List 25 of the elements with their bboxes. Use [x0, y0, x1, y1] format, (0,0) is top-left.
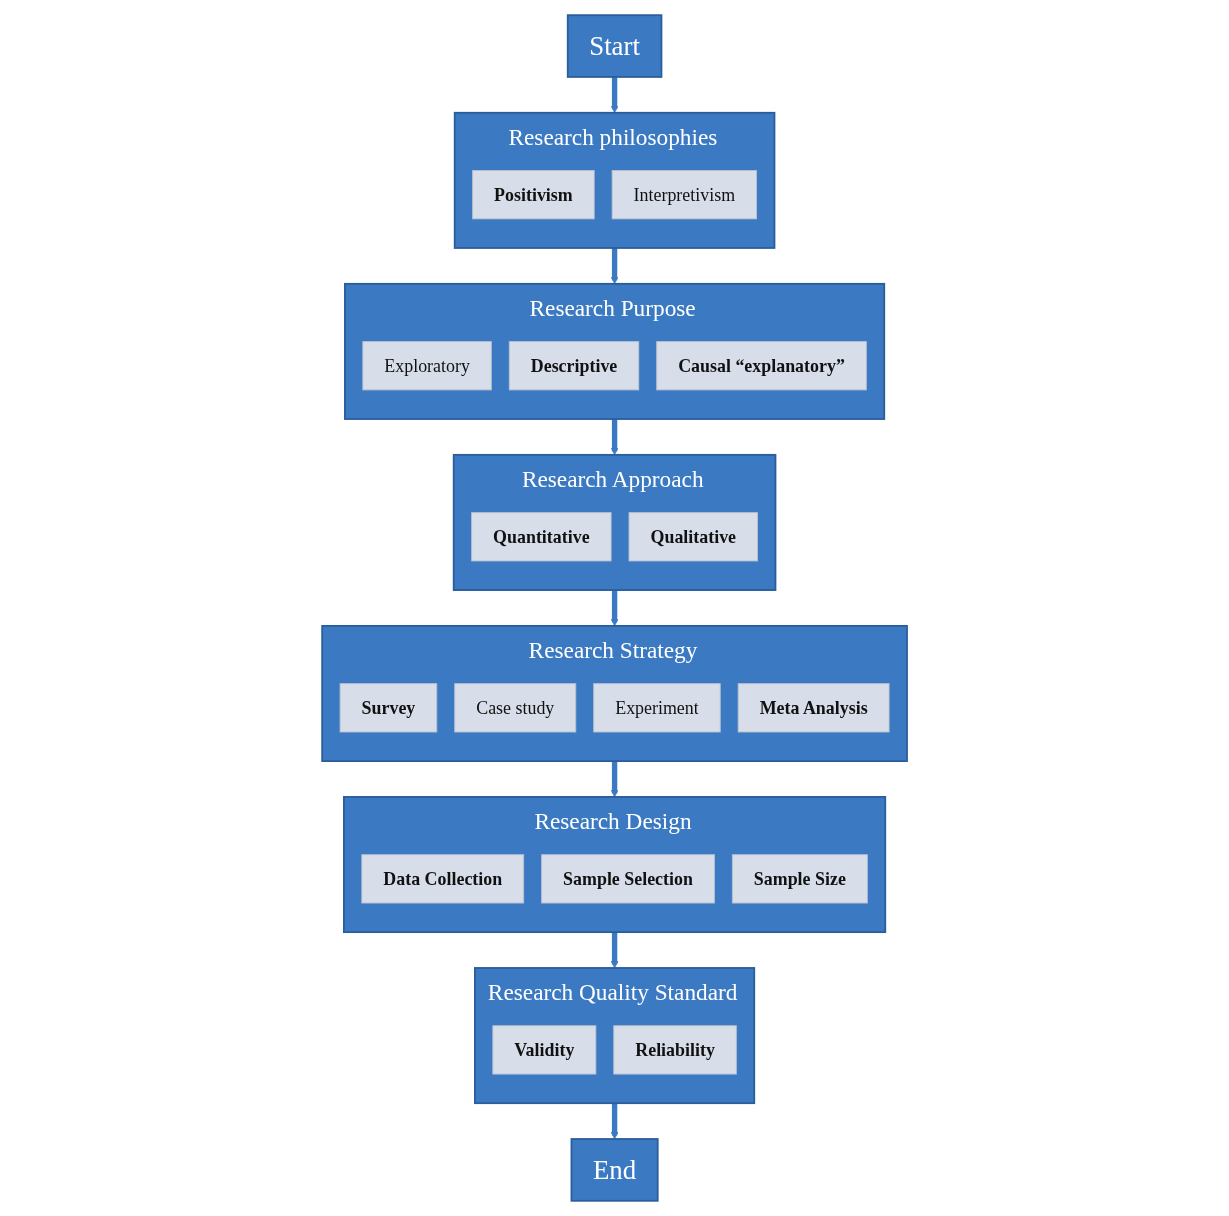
node-box: Meta Analysis	[737, 683, 890, 733]
node-box: Start	[566, 14, 663, 78]
node-box: Interpretivism	[611, 170, 757, 220]
arrow	[610, 1103, 619, 1140]
node-box: Validity	[492, 1025, 597, 1075]
node-box: Exploratory	[362, 341, 492, 391]
arrow	[610, 590, 619, 627]
node-box: Case study	[454, 683, 577, 733]
node-box: Sample Selection	[541, 854, 715, 904]
node-box: End	[570, 1138, 659, 1202]
node-box: Descriptive	[508, 341, 640, 391]
node-box: Qualitative	[628, 512, 758, 562]
node-box: Positivism	[472, 170, 595, 220]
arrow	[610, 248, 619, 285]
node-box: Quantitative	[471, 512, 612, 562]
node-box: Reliability	[613, 1025, 737, 1075]
node-box: Sample Size	[731, 854, 868, 904]
node-box: Data Collection	[361, 854, 525, 904]
arrow	[610, 932, 619, 969]
node-box: Causal “explanatory”	[656, 341, 867, 391]
node-box: Survey	[339, 683, 438, 733]
node-box: Experiment	[593, 683, 721, 733]
arrow	[610, 761, 619, 798]
arrow	[610, 419, 619, 456]
arrow	[610, 76, 619, 114]
